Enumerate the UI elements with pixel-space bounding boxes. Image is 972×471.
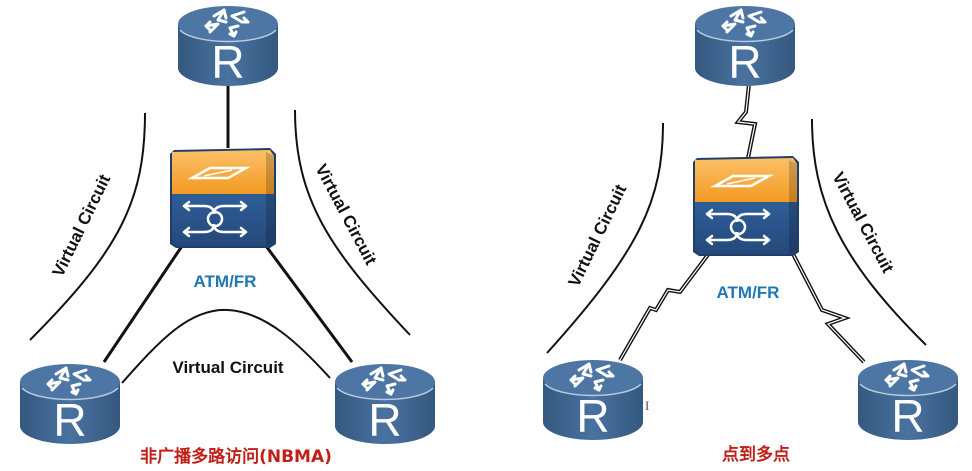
point-to-multipoint-diagram: ATM/FR Virtual Circuit Virtual Circuit 点… bbox=[541, 4, 960, 465]
atm-fr-label-left: ATM/FR bbox=[194, 272, 257, 291]
atm-fr-switch-right bbox=[691, 154, 801, 258]
nbma-caption: 非广播多路访问(NBMA) bbox=[140, 446, 332, 467]
virtual-circuit-curve-left bbox=[29, 112, 146, 341]
lightning-link-top bbox=[734, 83, 758, 159]
virtual-circuit-curve-left-right-diagram bbox=[546, 122, 664, 354]
virtual-circuit-label-right: Virtual Circuit bbox=[311, 161, 380, 268]
virtual-circuit-label-left: Virtual Circuit bbox=[49, 171, 115, 280]
virtual-circuit-curve-bottom bbox=[121, 308, 331, 384]
router-bottom-right-left-diagram bbox=[333, 362, 437, 448]
router-bottom-left-left-diagram bbox=[18, 362, 122, 448]
atm-fr-label-right: ATM/FR bbox=[717, 283, 780, 302]
router-bottom-right-right-diagram bbox=[856, 358, 960, 444]
virtual-circuit-label-left-right-diagram: Virtual Circuit bbox=[565, 181, 631, 290]
virtual-circuit-label-right-right-diagram: Virtual Circuit bbox=[828, 169, 897, 276]
router-top-left-diagram bbox=[176, 4, 280, 90]
atm-fr-switch-left bbox=[168, 146, 278, 250]
router-top-right-diagram bbox=[693, 4, 797, 90]
text-cursor-icon: I bbox=[645, 398, 649, 413]
virtual-circuit-label-bottom: Virtual Circuit bbox=[172, 358, 283, 377]
link-switch-to-bottom-left-router bbox=[102, 245, 184, 363]
router-bottom-left-right-diagram bbox=[541, 358, 645, 444]
virtual-circuit-curve-right-right-diagram bbox=[811, 118, 927, 346]
lightning-link-bottom-right bbox=[790, 251, 866, 364]
virtual-circuit-curve-right bbox=[294, 109, 411, 336]
link-switch-to-bottom-right-router bbox=[264, 245, 354, 363]
nbma-diagram: ATM/FR Virtual Circuit Virtual Circuit V… bbox=[18, 4, 437, 467]
point-to-multipoint-caption: 点到多点 bbox=[722, 444, 790, 465]
lightning-link-bottom-left bbox=[618, 250, 712, 361]
